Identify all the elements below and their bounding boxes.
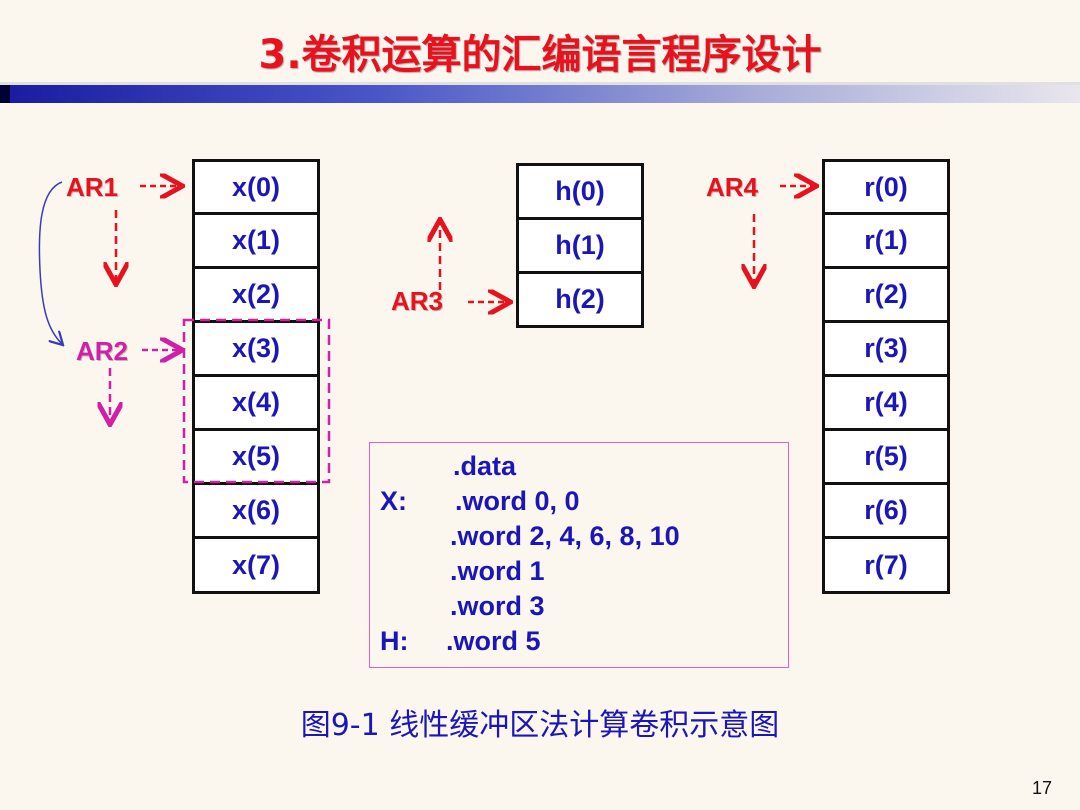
ar4-pointer-label: AR4 [706, 172, 759, 202]
figure-caption: 图9-1 线性缓冲区法计算卷积示意图 [300, 708, 780, 743]
title-underline-bar [0, 82, 1080, 103]
code-line-data: .data [453, 451, 517, 481]
page-number: 17 [1032, 778, 1053, 798]
code-line-word: .word 0, 0 [455, 486, 580, 516]
code-line-word: .word 5 [446, 626, 541, 656]
code-label-h: H: [380, 626, 409, 656]
h-cell: h(0) [516, 163, 644, 220]
h-cell: h(1) [516, 217, 644, 274]
ar1-pointer-label: AR1 [66, 172, 119, 202]
ar2-pointer-label: AR2 [76, 336, 129, 366]
x-cell: x(4) [192, 374, 320, 431]
x-cell: x(7) [192, 536, 320, 594]
code-label-x: X: [380, 486, 407, 516]
x-cell: x(6) [192, 482, 320, 539]
sliding-window-dashed-box [182, 318, 331, 484]
slide-title: 3.卷积运算的汇编语言程序设计 [258, 32, 822, 78]
code-line-word: .word 1 [450, 556, 545, 586]
code-line-word: .word 2, 4, 6, 8, 10 [450, 521, 680, 551]
assembly-code-box: .data X: .word 0, 0 .word 2, 4, 6, 8, 10… [369, 442, 789, 668]
ar3-pointer-label: AR3 [391, 286, 444, 316]
h-cell: h(2) [516, 271, 644, 328]
x-cell: x(0) [192, 159, 320, 215]
r-cell: r(1) [822, 212, 950, 269]
x-cell: x(2) [192, 266, 320, 323]
ar1-to-ar2-curve [38, 181, 62, 344]
r-cell: r(7) [822, 536, 950, 594]
code-line-word: .word 3 [450, 591, 545, 621]
x-cell: x(3) [192, 320, 320, 377]
